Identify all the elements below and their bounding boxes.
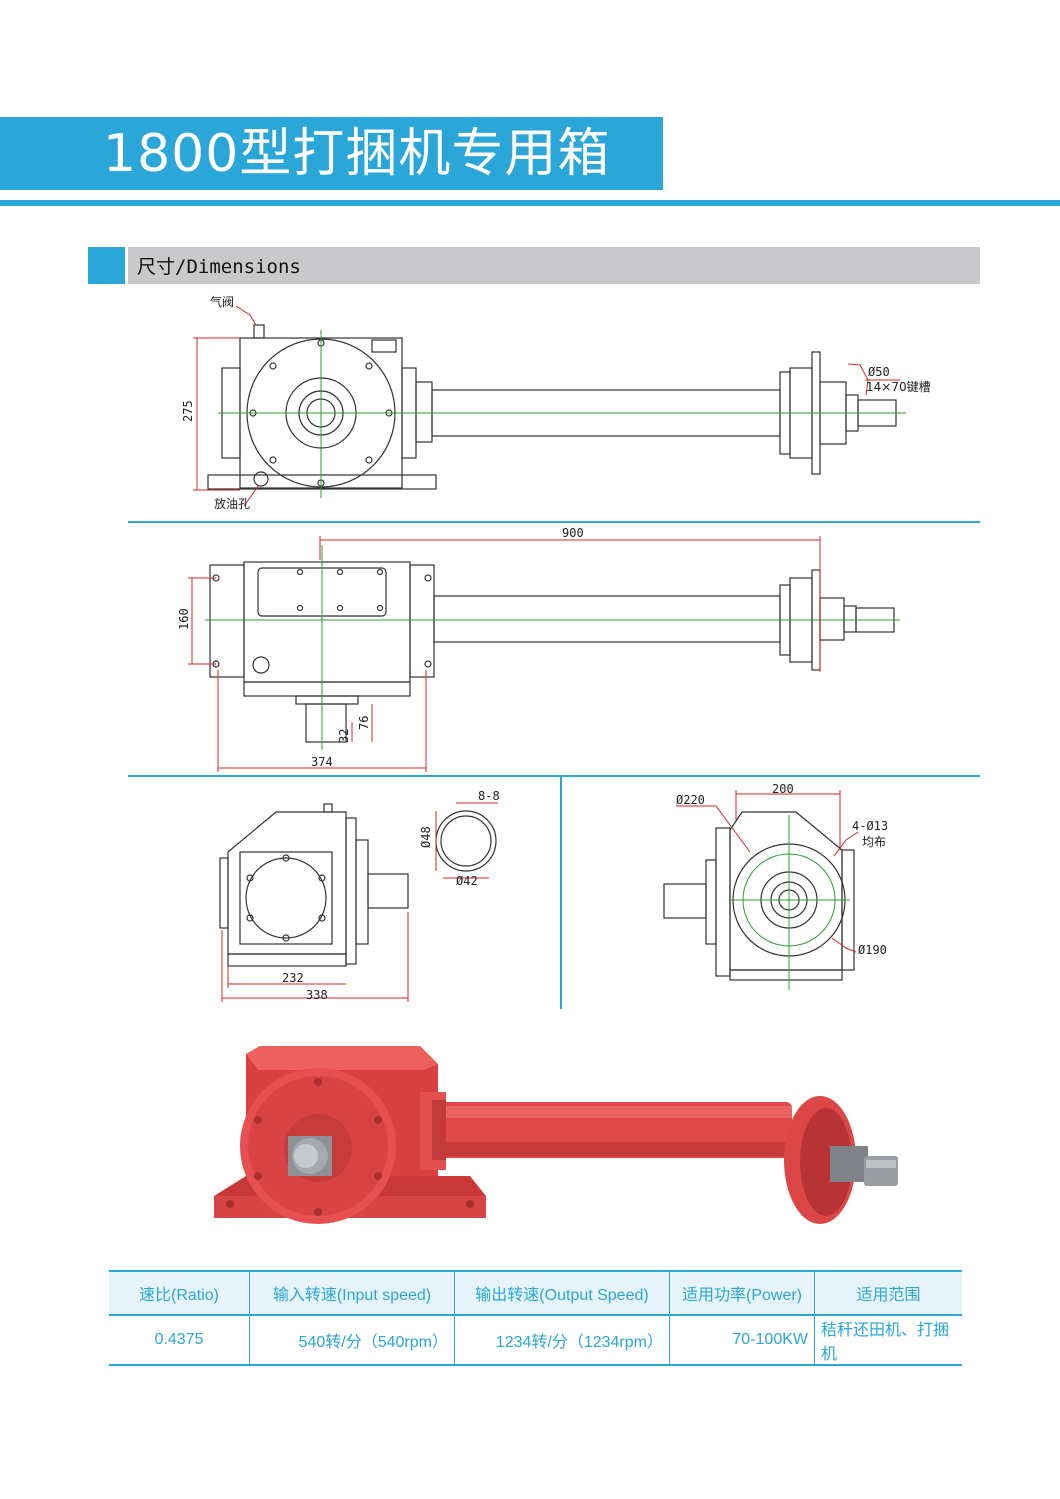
front-view-dimensions xyxy=(188,536,821,772)
spline-detail-drawing xyxy=(435,810,497,872)
dim-inner-232: 232 xyxy=(282,971,304,985)
title-divider xyxy=(0,200,1060,206)
spline-spec: 8-8 xyxy=(478,789,500,803)
cell-input-speed: 540转/分（540rpm） xyxy=(249,1315,455,1366)
cell-ratio: 0.4375 xyxy=(109,1315,250,1366)
divider-2 xyxy=(128,775,980,777)
flange-holes: 4-Ø13 xyxy=(852,819,888,833)
dim-length-900: 900 xyxy=(562,526,584,540)
spline-inner-dia: Ø42 xyxy=(456,874,478,888)
dim-height-275: 275 xyxy=(181,400,195,422)
dim-height-160: 160 xyxy=(177,608,191,630)
flange-pcd-inner: Ø190 xyxy=(858,943,887,957)
cell-power: 70-100KW xyxy=(669,1315,815,1366)
side-view-drawing xyxy=(219,803,409,967)
product-photo xyxy=(214,1046,898,1224)
dim-outer-338: 338 xyxy=(306,988,328,1002)
spec-data-row: 0.4375 540转/分（540rpm） 1234转/分（1234rpm） 7… xyxy=(109,1315,962,1366)
callout-vent: 气阀 xyxy=(210,294,234,309)
header-application: 适用范围 xyxy=(814,1270,962,1316)
flange-holes-note: 均布 xyxy=(862,835,886,849)
header-input-speed: 输入转速(Input speed) xyxy=(249,1270,455,1316)
flange-width-200: 200 xyxy=(772,782,794,796)
section-bar xyxy=(128,247,980,284)
side-view-dimensions xyxy=(221,912,409,1002)
spec-table: 速比(Ratio) 输入转速(Input speed) 输出转速(Output … xyxy=(109,1270,962,1366)
header-power: 适用功率(Power) xyxy=(669,1270,815,1316)
header-output-speed: 输出转速(Output Speed) xyxy=(454,1270,670,1316)
title-band xyxy=(0,117,663,190)
spline-outer-dia: Ø48 xyxy=(419,826,433,848)
divider-vertical xyxy=(560,777,562,1009)
cell-application: 秸秆还田机、打捆机 xyxy=(814,1315,962,1366)
callout-drain: 放油孔 xyxy=(214,496,250,511)
top-view-drawing xyxy=(207,324,897,490)
flange-view-drawing xyxy=(663,811,855,981)
page-title: 1800型打捆机专用箱 xyxy=(103,124,611,184)
spec-header-row: 速比(Ratio) 输入转速(Input speed) 输出转速(Output … xyxy=(109,1270,962,1316)
section-title: 尺寸/Dimensions xyxy=(137,256,301,278)
dim-shaft-76: 76 xyxy=(357,716,371,730)
top-view-dimensions xyxy=(193,305,869,507)
section-marker xyxy=(88,247,125,284)
shaft-diameter: Ø50 xyxy=(868,365,890,379)
front-view-drawing xyxy=(209,561,895,743)
divider-1 xyxy=(128,521,980,523)
dim-width-374: 374 xyxy=(311,755,333,769)
dim-shaft-32: 32 xyxy=(337,729,351,743)
flange-dimensions xyxy=(676,790,859,953)
flange-pcd-outer: Ø220 xyxy=(676,793,705,807)
keyway-label: 14×70键槽 xyxy=(866,380,931,394)
header-ratio: 速比(Ratio) xyxy=(109,1270,250,1316)
cell-output-speed: 1234转/分（1234rpm） xyxy=(454,1315,670,1366)
